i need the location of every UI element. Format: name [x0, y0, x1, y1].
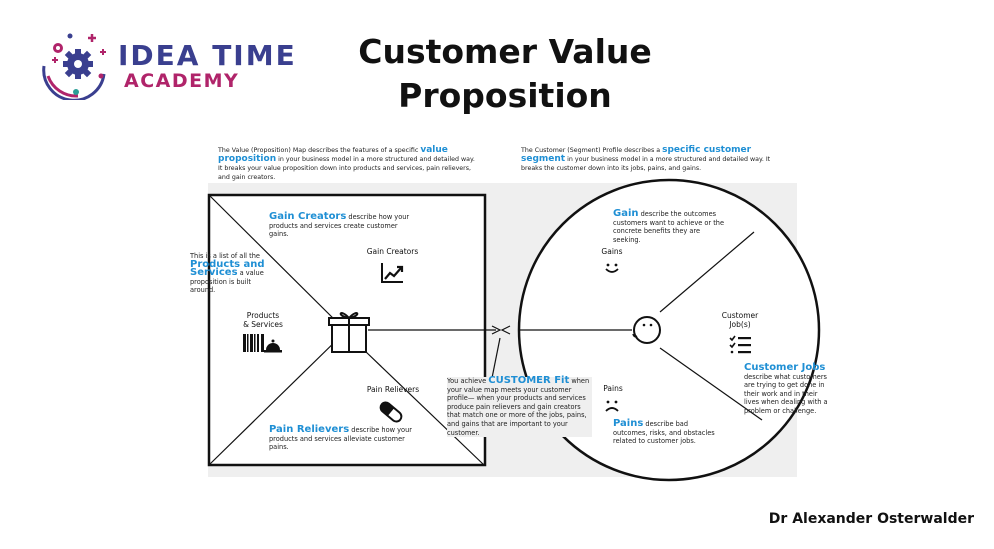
logo-line2: ACADEMY [124, 70, 240, 92]
pill-icon [378, 400, 404, 424]
customer-profile-desc-post: in your business model in a more structu… [521, 156, 771, 172]
chart-growth-icon [380, 262, 404, 284]
gain-title: Gain [613, 208, 639, 219]
products-label-line1: Products [246, 311, 280, 320]
profile-divider-top [659, 231, 755, 313]
fit-highlight: CUSTOMER Fit [488, 375, 570, 386]
pains-label: Pains [603, 384, 623, 393]
fit-arrow-right [491, 325, 502, 335]
profile-divider-bottom [659, 347, 763, 421]
products-label-line2: & Services [243, 320, 283, 329]
customer-head-icon [633, 316, 661, 344]
customer-jobs-label: Customer Job(s) [710, 311, 770, 329]
pain-relievers-label: Pain Relievers [366, 385, 420, 394]
products-note-highlight: Products and Services [190, 258, 265, 279]
fit-post: when your value map meets your customer … [447, 377, 590, 437]
customer-fit-description: You achieve CUSTOMER Fit when your value… [447, 375, 592, 438]
fit-callout-line [491, 337, 501, 379]
gain-creators-text: describe how your products and services … [269, 213, 410, 239]
products-note-pre: This is a list of all the [190, 252, 260, 260]
pain-relievers-description: Pain Relievers describe how your product… [269, 424, 419, 452]
frown-icon [604, 400, 620, 412]
gain-creators-description: Gain Creators describe how your products… [269, 211, 419, 239]
author-credit: Dr Alexander Osterwalder [768, 511, 974, 527]
gain-description: Gain describe the outcomes customers wan… [613, 208, 728, 244]
pains-title: Pains [613, 418, 644, 429]
customer-profile-desc-pre: The Customer (Segment) Profile describes… [521, 147, 663, 154]
value-map-diagonal-bottom [363, 349, 485, 466]
customer-profile-desc-highlight: specific customer segment [521, 145, 752, 164]
gears-logo-icon [42, 33, 106, 100]
checklist-icon [729, 335, 751, 355]
fit-pre: You achieve [447, 377, 489, 385]
products-note-post: a value proposition is built around. [190, 269, 264, 295]
value-map-diagonal-left [209, 330, 347, 465]
gain-text: describe the outcomes customers want to … [613, 210, 725, 244]
pain-relievers-text: describe how your products and services … [269, 426, 412, 452]
value-map-desc-post: in your business model in a more structu… [218, 156, 475, 181]
pain-relievers-title: Pain Relievers [269, 424, 350, 435]
customer-jobs-label-line1: Customer [721, 311, 759, 320]
customer-profile-description: The Customer (Segment) Profile describes… [521, 146, 783, 173]
customer-jobs-text: describe what customers are trying to ge… [744, 372, 828, 415]
gain-creators-title: Gain Creators [269, 211, 347, 222]
pains-description: Pains describe bad outcomes, risks, and … [613, 418, 723, 446]
service-bell-icon [264, 337, 282, 353]
logo [38, 30, 118, 100]
customer-jobs-label-line2: Job(s) [729, 320, 751, 329]
gains-label: Gains [601, 247, 623, 256]
gain-creators-label: Gain Creators [366, 247, 419, 256]
value-map-description: The Value (Proposition) Map describes th… [218, 146, 480, 182]
value-map-desc-pre: The Value (Proposition) Map describes th… [218, 147, 421, 154]
smile-icon [604, 263, 620, 275]
title-line2: Proposition [398, 76, 612, 115]
logo-line1: IDEA TIME [118, 39, 297, 72]
title-line1: Customer Value [358, 32, 652, 71]
value-map-diagonal-top [209, 195, 347, 332]
value-map-desc-highlight: value proposition [218, 145, 448, 164]
customer-jobs-title: Customer Jobs [744, 362, 826, 373]
customer-jobs-description: Customer Jobs describe what customers ar… [744, 362, 828, 416]
products-label: Products & Services [233, 311, 293, 329]
page-title: Customer Value Proposition [300, 30, 710, 118]
gift-icon [328, 306, 370, 354]
fit-arrow-left [500, 325, 511, 335]
barcode-icon [243, 334, 265, 352]
pains-text: describe bad outcomes, risks, and obstac… [613, 420, 715, 446]
